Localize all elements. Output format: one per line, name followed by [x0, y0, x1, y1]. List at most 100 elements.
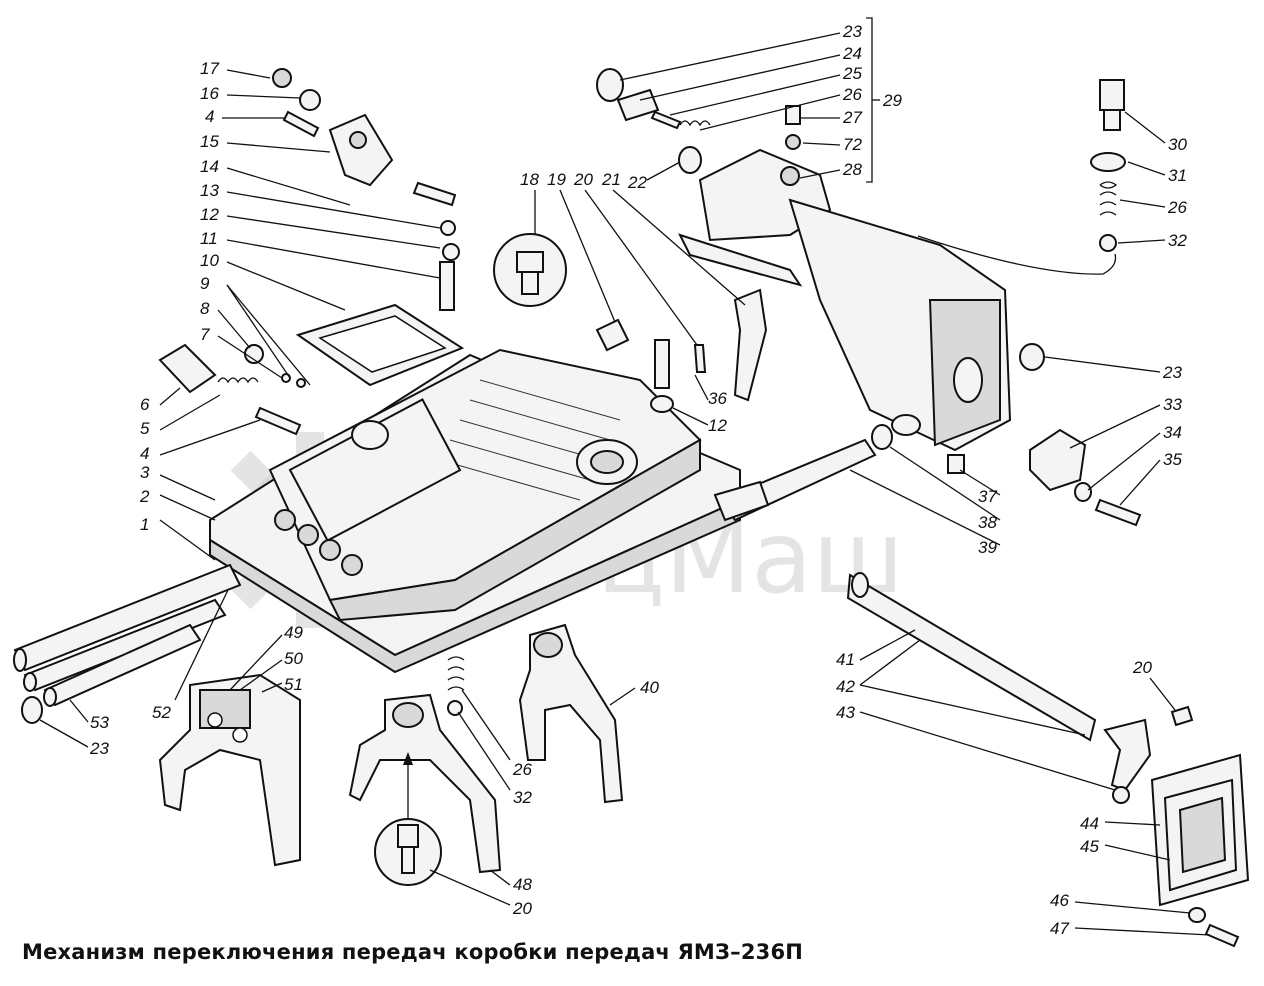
leader-curve	[917, 235, 1117, 275]
callout-41: 41	[836, 650, 855, 669]
callout-26-top: 26	[842, 85, 862, 104]
detent-right	[1090, 79, 1126, 252]
callout-12-mid: 12	[708, 416, 727, 435]
callout-20-right: 20	[1132, 658, 1152, 677]
clevis	[713, 480, 770, 522]
callout-23-right: 23	[1162, 363, 1182, 382]
callout-31: 31	[1168, 166, 1187, 185]
bolt	[654, 339, 670, 389]
callout-43: 43	[836, 703, 855, 722]
side-cover	[1150, 753, 1250, 907]
gasket	[295, 303, 465, 387]
callout-26-right: 26	[1167, 198, 1187, 217]
callout-11: 11	[200, 229, 218, 248]
shift-lever-housing	[678, 148, 1012, 452]
lever-43	[1103, 718, 1152, 792]
callout-9: 9	[200, 274, 210, 293]
callout-45: 45	[1080, 837, 1099, 856]
callout-34: 34	[1163, 423, 1182, 442]
callout-15: 15	[200, 132, 219, 151]
ring-38	[871, 424, 893, 450]
breather-inset	[493, 233, 567, 307]
callout-36: 36	[708, 389, 727, 408]
callout-27: 27	[842, 108, 862, 127]
callout-32-bottom: 32	[513, 788, 532, 807]
callout-25: 25	[842, 64, 862, 83]
callout-44: 44	[1080, 814, 1099, 833]
callout-37: 37	[978, 487, 997, 506]
callout-5: 5	[140, 419, 150, 438]
inner-lever	[733, 288, 768, 402]
bolt-47	[1204, 923, 1240, 948]
shaft-41	[846, 573, 1097, 742]
sleeve	[616, 88, 660, 122]
shift-cover-housing	[209, 348, 741, 674]
callout-1: 1	[140, 515, 149, 534]
callout-4: 4	[140, 444, 149, 463]
screw	[693, 344, 707, 373]
leader-lines	[39, 17, 1211, 936]
callout-17: 17	[200, 59, 219, 78]
bolt-35	[1094, 498, 1142, 527]
callout-7: 7	[200, 325, 210, 344]
callout-72: 72	[843, 135, 862, 154]
bolt-inset	[374, 818, 442, 886]
stud	[785, 105, 801, 125]
arrow-head	[403, 752, 413, 765]
callout-46: 46	[1050, 891, 1069, 910]
callout-51: 51	[284, 675, 303, 694]
shift-fork-2	[348, 693, 502, 874]
shift-fork-3	[518, 623, 624, 804]
ball-32	[447, 700, 463, 716]
washer	[650, 395, 674, 413]
ball	[1112, 786, 1130, 804]
callout-50: 50	[284, 649, 303, 668]
spring	[679, 120, 711, 127]
callout-6: 6	[140, 395, 150, 414]
callout-24: 24	[842, 44, 862, 63]
pin	[650, 110, 682, 130]
callout-4-top: 4	[205, 107, 214, 126]
bolt-37	[947, 454, 965, 474]
shaft-end	[851, 572, 869, 598]
callout-14: 14	[200, 157, 219, 176]
shift-fork-1	[158, 673, 301, 867]
callout-35: 35	[1163, 450, 1182, 469]
callout-22: 22	[627, 173, 647, 192]
callout-20-bottom: 20	[512, 899, 532, 918]
callout-40: 40	[640, 678, 659, 697]
callout-23-left: 23	[89, 739, 109, 758]
detent-assembly	[158, 343, 306, 436]
ring	[678, 146, 702, 174]
callout-3: 3	[140, 463, 150, 482]
callout-10: 10	[200, 251, 219, 270]
callout-19: 19	[547, 170, 566, 189]
callout-12: 12	[200, 205, 219, 224]
callout-48: 48	[513, 875, 532, 894]
callout-39: 39	[978, 538, 997, 557]
callout-49: 49	[284, 623, 303, 642]
callout-28: 28	[842, 160, 862, 179]
callout-29: 29	[882, 91, 902, 110]
shift-rods	[13, 563, 242, 707]
callout-38: 38	[978, 513, 997, 532]
callout-2: 2	[139, 487, 150, 506]
callout-33: 33	[1163, 395, 1182, 414]
bolt-20	[1170, 705, 1194, 727]
block	[1029, 428, 1087, 492]
callout-20: 20	[573, 170, 593, 189]
spring-26	[447, 656, 465, 691]
cap	[596, 68, 624, 102]
diagram-caption: Механизм переключения передач коробки пе…	[22, 940, 804, 964]
washer-34	[1074, 482, 1092, 502]
nut	[785, 134, 801, 150]
callout-30: 30	[1168, 135, 1187, 154]
lever-bracket	[272, 68, 460, 311]
callout-23-top: 23	[842, 22, 862, 41]
callout-16: 16	[200, 84, 219, 103]
plug-19	[595, 318, 630, 352]
washer-46	[1188, 907, 1206, 923]
callout-32-right: 32	[1168, 231, 1187, 250]
callout-52: 52	[152, 703, 171, 722]
